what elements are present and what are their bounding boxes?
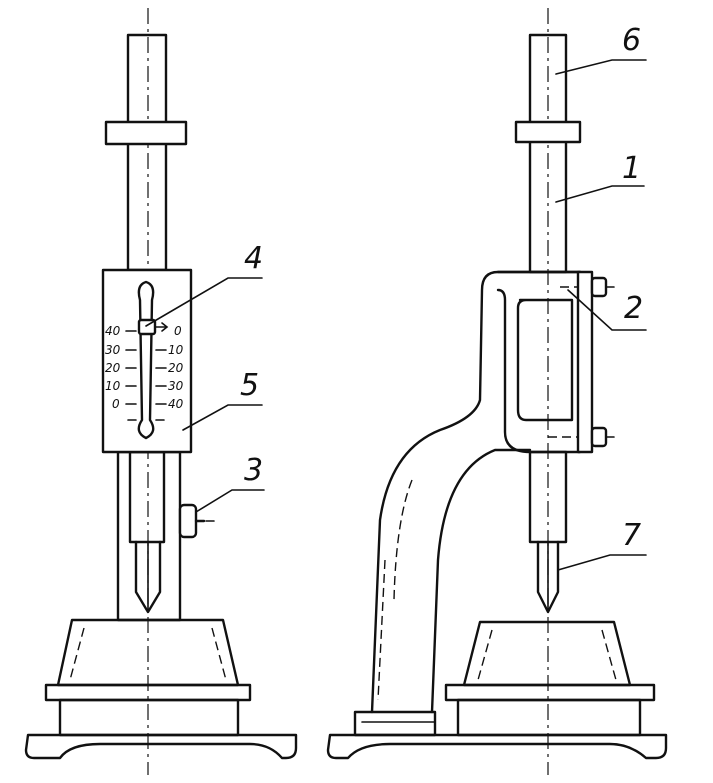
scale-right-4: 40 bbox=[168, 397, 184, 411]
side-base-foot bbox=[326, 733, 668, 760]
side-anvil bbox=[462, 620, 632, 687]
label-6: 6 bbox=[622, 23, 641, 58]
side-frame-outer bbox=[370, 270, 582, 714]
leader-5 bbox=[182, 404, 263, 431]
scale-right-3: 30 bbox=[168, 379, 184, 393]
leader-6 bbox=[555, 59, 647, 75]
scale-right-0: 0 bbox=[174, 324, 182, 338]
scale-left-1: 30 bbox=[105, 343, 121, 357]
front-lock-screw bbox=[178, 503, 198, 539]
leader-4 bbox=[145, 277, 263, 327]
scale-left-ticks bbox=[125, 330, 137, 421]
scale-slot bbox=[137, 280, 155, 440]
label-7: 7 bbox=[622, 518, 641, 553]
scale-left-2: 20 bbox=[105, 361, 121, 375]
label-3: 3 bbox=[244, 453, 263, 488]
side-bolt-bottom bbox=[590, 426, 608, 448]
front-indenter bbox=[134, 540, 162, 614]
side-column-top bbox=[528, 33, 568, 274]
front-collar bbox=[104, 120, 188, 146]
side-frame-foot bbox=[353, 710, 437, 737]
scale-left-0: 40 bbox=[105, 324, 121, 338]
scale-right-2: 20 bbox=[168, 361, 184, 375]
label-4: 4 bbox=[244, 241, 263, 276]
front-sleeve bbox=[128, 450, 166, 544]
scale-right-ticks bbox=[155, 349, 167, 421]
front-lower-guide bbox=[116, 450, 182, 622]
side-indenter bbox=[536, 540, 560, 614]
side-anvil-hidden bbox=[477, 629, 617, 681]
side-bracket-plate bbox=[576, 270, 594, 454]
label-1: 1 bbox=[622, 151, 641, 186]
side-collar bbox=[514, 120, 582, 144]
scale-right-1: 10 bbox=[168, 343, 184, 357]
side-view bbox=[326, 8, 668, 775]
scale-pointer-arrow bbox=[155, 322, 169, 332]
leader-1 bbox=[555, 185, 645, 203]
side-frame-hidden bbox=[377, 479, 413, 701]
side-frame-window bbox=[516, 298, 574, 422]
side-bolt-top bbox=[590, 276, 608, 298]
leader-3 bbox=[195, 489, 265, 513]
scale-left-4: 0 bbox=[112, 397, 120, 411]
scale-left-3: 10 bbox=[105, 379, 121, 393]
label-5: 5 bbox=[240, 368, 259, 403]
leader-lines bbox=[145, 59, 647, 571]
front-view: 40 30 20 10 0 0 10 20 30 40 bbox=[24, 8, 298, 775]
side-base-flange bbox=[444, 683, 656, 702]
front-anvil-hidden bbox=[69, 627, 227, 681]
label-2: 2 bbox=[624, 291, 643, 326]
front-column-top bbox=[126, 33, 168, 272]
side-base-plate bbox=[456, 698, 642, 737]
scale-housing bbox=[101, 268, 193, 454]
leader-7 bbox=[557, 554, 647, 571]
side-frame-inner bbox=[430, 448, 532, 714]
front-base-foot bbox=[24, 733, 298, 760]
front-base-plate bbox=[58, 698, 240, 737]
leader-2 bbox=[567, 289, 647, 331]
